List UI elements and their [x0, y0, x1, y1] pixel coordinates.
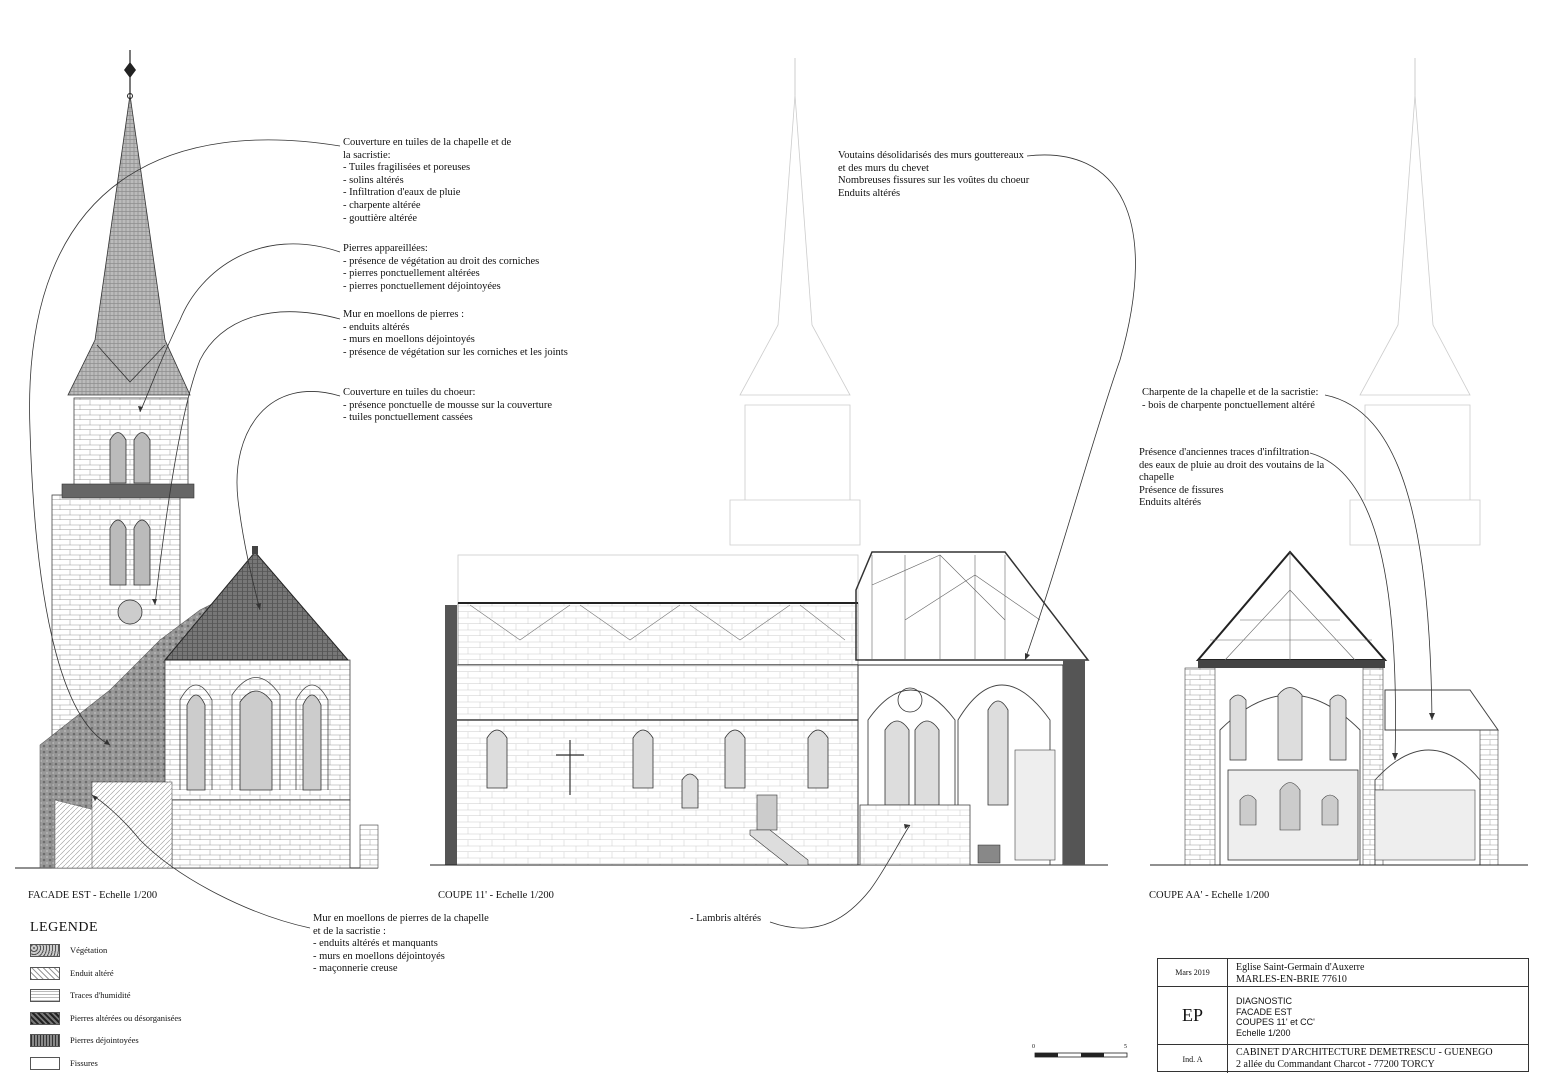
caption-facade-est: FACADE EST - Echelle 1/200	[28, 890, 158, 901]
scale-bar	[1034, 1052, 1128, 1058]
title-block-date: Mars 2019	[1158, 959, 1228, 986]
title-block-document: DIAGNOSTIC FACADE EST COUPES 11' et CC' …	[1236, 996, 1315, 1038]
alterees-swatch	[30, 1011, 60, 1025]
note-pierres-appareillees: Pierres appareillées:- présence de végét…	[343, 243, 540, 292]
title-block-row-document: EP DIAGNOSTIC FACADE EST COUPES 11' et C…	[1158, 987, 1528, 1045]
vegetation-swatch	[30, 944, 60, 957]
note-infiltration: Présence d'anciennes traces d'infiltrati…	[1139, 447, 1325, 509]
note-couverture-choeur: Couverture en tuiles du choeur:- présenc…	[343, 387, 553, 424]
title-block-index: Ind. A	[1158, 1045, 1228, 1073]
scale-start-label: 0	[1032, 1044, 1035, 1050]
note-charpente: Charpente de la chapelle et de la sacris…	[1142, 387, 1319, 411]
legend-item-humidite: Traces d'humidité	[30, 989, 250, 1012]
facade-est-elevation	[15, 50, 379, 869]
coupe-aa-section	[1150, 58, 1528, 866]
title-block-phase: EP	[1158, 987, 1228, 1044]
legend-item-fissures: Fissures	[30, 1056, 250, 1080]
legend-item-vegetation: Végétation	[30, 944, 250, 967]
enduit-swatch	[30, 966, 60, 980]
fissures-swatch	[30, 1056, 60, 1070]
note-couverture-chapelle: Couverture en tuiles de la chapelle et d…	[343, 137, 512, 224]
caption-coupe-11: COUPE 11' - Echelle 1/200	[438, 890, 554, 901]
scale-end-label: 5	[1124, 1044, 1127, 1050]
annotation-leaders	[29, 139, 1433, 929]
dejointoyees-swatch	[30, 1034, 60, 1047]
legend-item-dejointoyees: Pierres déjointoyées	[30, 1034, 250, 1057]
leader-arrowheads	[92, 406, 1435, 829]
title-block-project: Eglise Saint-Germain d'Auxerre MARLES-EN…	[1236, 962, 1365, 985]
note-mur-moellons: Mur en moellons de pierres :- enduits al…	[343, 309, 568, 358]
coupe-11-section	[430, 58, 1108, 866]
title-block-row-project: Mars 2019 Eglise Saint-Germain d'Auxerre…	[1158, 959, 1528, 987]
title-block-firm: CABINET D'ARCHITECTURE DEMETRESCU - GUEN…	[1236, 1047, 1493, 1070]
note-mur-chapelle: Mur en moellons de pierres de la chapell…	[313, 913, 489, 975]
legend-title: LEGENDE	[30, 920, 99, 935]
legend: LEGENDE Végétation Enduit altéré Traces …	[30, 920, 250, 1079]
caption-coupe-aa: COUPE AA' - Echelle 1/200	[1149, 890, 1270, 901]
humidite-swatch	[30, 989, 60, 1002]
title-block: Mars 2019 Eglise Saint-Germain d'Auxerre…	[1157, 958, 1529, 1073]
legend-item-enduit: Enduit altéré	[30, 966, 250, 990]
note-voutains: Voutains désolidarisés des murs gouttere…	[838, 150, 1030, 199]
note-lambris: - Lambris altérés	[690, 913, 762, 924]
title-block-row-firm: Ind. A CABINET D'ARCHITECTURE DEMETRESCU…	[1158, 1045, 1528, 1073]
legend-item-alterees: Pierres altérées ou désorganisées	[30, 1011, 250, 1035]
